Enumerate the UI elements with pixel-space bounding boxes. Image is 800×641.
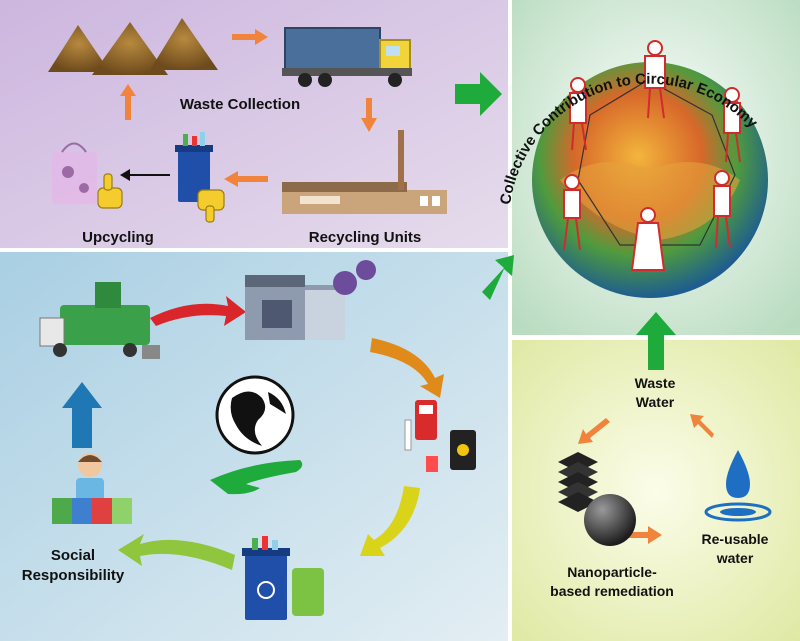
waste-water-line2: Water (636, 394, 675, 410)
person-icon (569, 77, 587, 151)
social-label-line2: Responsibility (22, 567, 125, 584)
wastewater-panel (512, 340, 800, 641)
arrow-truck-down (361, 98, 377, 132)
person-icon (630, 207, 666, 271)
bag-icon (52, 142, 97, 204)
recycle-bin-icon (175, 132, 213, 202)
arrow-bin-to-bag-head (120, 169, 130, 181)
person-icon (723, 87, 741, 163)
fuel-pump-icon (404, 400, 438, 472)
recycling-units-label: Recycling Units (309, 229, 422, 246)
factory-icon (282, 130, 447, 214)
remediation-line2: based remediation (550, 583, 674, 599)
person-icon (713, 170, 731, 249)
green-arrow-middle (482, 255, 514, 300)
thumbs-up-icon (97, 173, 123, 209)
blue-arrow (62, 382, 102, 448)
arrow-to-remediation (578, 418, 610, 444)
arrow-heap-down (120, 84, 136, 120)
dirt-heap-icon (48, 18, 218, 75)
reusable-water-line1: Re-usable (702, 531, 769, 547)
recycle-bin-icon (242, 536, 324, 620)
social-label-line1: Social (51, 547, 95, 564)
hand-icon (210, 460, 303, 495)
waste-water-line1: Waste (635, 375, 676, 391)
lightgreen-arrow (118, 534, 235, 570)
globe-icon (215, 375, 295, 455)
remediation-line1: Nanoparticle- (567, 564, 657, 580)
arrow-remediation-to-water (622, 526, 662, 544)
dump-truck-icon (282, 27, 412, 87)
green-arrow-up (636, 312, 676, 370)
yellow-arrow (360, 486, 420, 556)
arrow-from-reusable (690, 414, 714, 438)
upcycling-label: Upcycling (82, 229, 154, 246)
thumbs-down-icon (197, 189, 225, 223)
earth-globe-icon (532, 62, 768, 298)
stacked-layers-icon (558, 452, 598, 512)
reusable-water-line2: water (716, 550, 754, 566)
person-icon (563, 174, 581, 251)
green-arrow-top (455, 72, 502, 116)
water-drop-icon (704, 450, 772, 522)
waste-collection-label: Waste Collection (180, 96, 300, 113)
orange-arrow (370, 338, 444, 398)
oil-barrel-icon (450, 430, 476, 470)
red-arrow (150, 296, 246, 326)
arrow-factory-to-bin (224, 171, 268, 187)
recycling-plant-icon (245, 260, 376, 340)
garbage-truck-icon (39, 282, 160, 359)
nanoparticle-sphere-icon (584, 494, 636, 546)
volunteer-icon (52, 453, 132, 524)
arrow-heap-to-truck (232, 29, 268, 45)
person-icon (644, 40, 666, 119)
